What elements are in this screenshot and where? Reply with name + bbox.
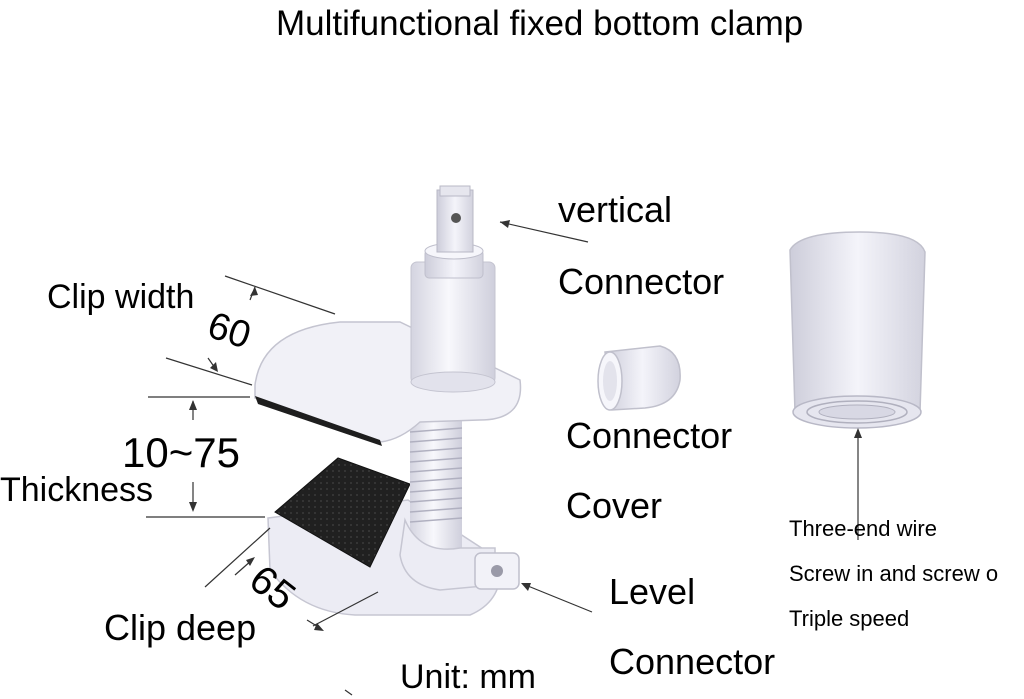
clip-width-label: Clip width	[47, 278, 195, 316]
vertical-connector	[436, 185, 474, 253]
vertical-column	[410, 261, 496, 385]
unit-label: Unit: mm	[400, 658, 536, 696]
three-end-wire-label: Three-end wire	[789, 516, 937, 541]
three-end-wire-part	[789, 231, 926, 429]
annotation-lines	[146, 220, 862, 696]
level-label: Level	[609, 571, 696, 612]
arm-pad	[255, 396, 382, 446]
vertical-label: vertical	[558, 189, 673, 230]
thickness-label: Thickness	[0, 471, 154, 509]
threaded-column	[409, 420, 463, 550]
connector-top-label: Connector	[558, 261, 725, 302]
connector-cover-part	[597, 345, 681, 411]
clip-deep-label: Clip deep	[104, 607, 257, 648]
triple-speed-label: Triple speed	[789, 606, 910, 631]
connector-mid-label: Connector	[566, 415, 733, 456]
connector-bottom-label: Connector	[609, 641, 776, 682]
screw-label: Screw in and screw o	[789, 561, 999, 586]
diagram-title: Multifunctional fixed bottom clamp	[276, 4, 804, 43]
thickness-value: 10~75	[122, 429, 240, 476]
cover-label: Cover	[566, 485, 663, 526]
